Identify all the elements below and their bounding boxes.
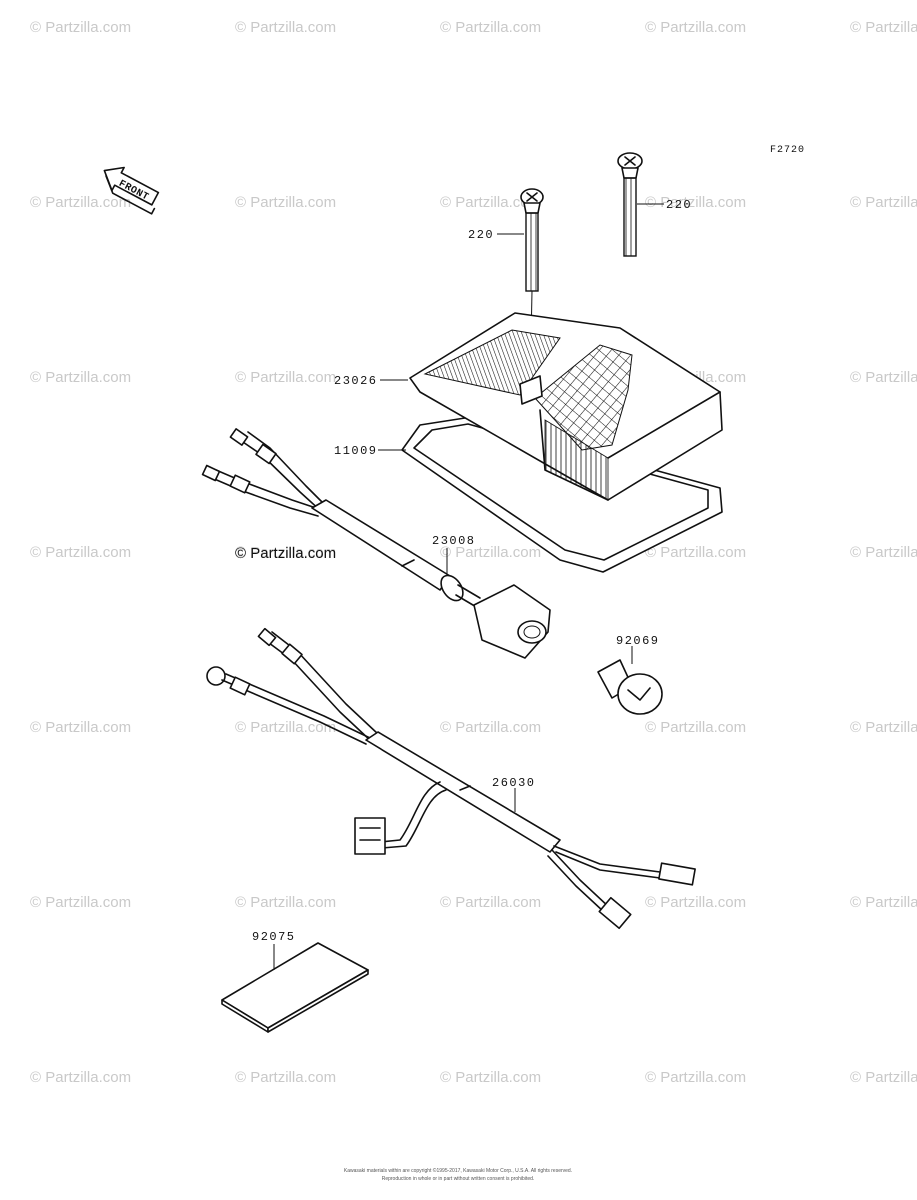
watermark-text: © Partzilla.com: [850, 544, 917, 561]
watermark-text: © Partzilla.com: [30, 19, 131, 36]
watermark-text: © Partzilla.com: [440, 894, 541, 911]
watermark-text: © Partzilla.com: [30, 719, 131, 736]
watermark-text: © Partzilla.com: [440, 719, 541, 736]
lens-part[interactable]: [409, 312, 723, 501]
copyright-line-2: Reproduction in whole or in part without…: [382, 1176, 535, 1182]
watermark-text: © Partzilla.com: [850, 894, 917, 911]
callout-bulb: 92069: [616, 634, 660, 648]
brand-watermark: © Partzilla.com: [235, 545, 336, 562]
watermark-text: © Partzilla.com: [440, 194, 541, 211]
watermark-text: © Partzilla.com: [645, 1069, 746, 1086]
screw-left-part[interactable]: [520, 188, 544, 396]
callout-lens: 23026: [334, 374, 378, 388]
watermark-text: © Partzilla.com: [30, 544, 131, 561]
copyright-line-1: Kawasaki materials within are copyright …: [344, 1167, 572, 1174]
watermark-text: © Partzilla.com: [30, 369, 131, 386]
callout-harness: 26030: [492, 776, 536, 790]
watermark-text: © Partzilla.com: [440, 19, 541, 36]
watermark-text: © Partzilla.com: [440, 544, 541, 561]
diagram-code: F2720: [770, 145, 805, 156]
watermark-text: © Partzilla.com: [235, 719, 336, 736]
watermark-text: © Partzilla.com: [645, 19, 746, 36]
watermark-text: © Partzilla.com: [645, 894, 746, 911]
watermark-text: © Partzilla.com: [850, 1069, 917, 1086]
socket-part[interactable]: [201, 428, 551, 659]
watermark-text: © Partzilla.com: [850, 369, 917, 386]
watermark-grid: © Partzilla.com © Partzilla.com © Partzill…: [30, 19, 917, 1086]
watermark-text: © Partzilla.com: [235, 369, 336, 386]
watermark-text: © Partzilla.com: [645, 719, 746, 736]
watermark-text: © Partzilla.com: [850, 719, 917, 736]
harness-part[interactable]: [206, 627, 696, 930]
screw-right-part[interactable]: [617, 152, 643, 257]
watermark-text: © Partzilla.com: [850, 194, 917, 211]
watermark-text: © Partzilla.com: [235, 194, 336, 211]
watermark-text: © Partzilla.com: [235, 894, 336, 911]
callout-pad: 92075: [252, 930, 296, 944]
watermark-text: © Partzilla.com: [645, 544, 746, 561]
watermark-text: © Partzilla.com: [645, 194, 746, 211]
pad-part[interactable]: [221, 942, 369, 1033]
watermark-text: © Partzilla.com: [30, 1069, 131, 1086]
callout-gasket: 11009: [334, 444, 378, 458]
watermark-text: © Partzilla.com: [235, 1069, 336, 1086]
watermark-text: © Partzilla.com: [440, 1069, 541, 1086]
watermark-text: © Partzilla.com: [30, 194, 131, 211]
callout-screw-left: 220: [468, 228, 494, 242]
watermark-text: © Partzilla.com: [30, 894, 131, 911]
callout-socket: 23008: [432, 534, 476, 548]
callout-screw-right: 220: [666, 198, 692, 212]
watermark-text: © Partzilla.com: [850, 19, 917, 36]
bulb-part[interactable]: [597, 659, 663, 715]
watermark-text: © Partzilla.com: [235, 544, 336, 561]
watermark-text: © Partzilla.com: [235, 19, 336, 36]
